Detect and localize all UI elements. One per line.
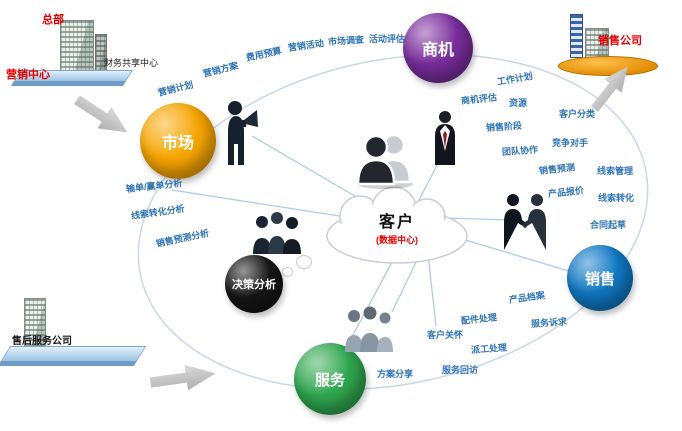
decision-node-label: 决策分析 xyxy=(232,279,276,291)
center-subtitle: (数据中心) xyxy=(376,235,418,245)
handshake-pair-photo xyxy=(504,194,546,250)
sales-company-tower-icon xyxy=(570,14,583,58)
floating-label-sales-stage: 销售阶段 xyxy=(485,120,523,133)
finance-center-label: 财务共享中心 xyxy=(104,58,159,68)
meeting-group-photo xyxy=(253,212,301,254)
cloud-tail-bump-small xyxy=(282,267,293,277)
floating-label-lead-management: 线索管理 xyxy=(597,166,634,176)
decision-node: 决策分析 xyxy=(225,255,283,313)
spoke-lines xyxy=(171,135,573,349)
service-company-platform xyxy=(0,346,147,366)
center-title: 客户 xyxy=(378,214,415,231)
center-text-block: 客户 (数据中心) xyxy=(330,208,464,246)
megaphone-person-photo xyxy=(228,101,258,165)
outer-ring xyxy=(137,53,649,391)
floating-label-customer-care: 客户关怀 xyxy=(427,330,464,340)
opportunity-node-label: 商机 xyxy=(421,42,454,59)
service-node: 服务 xyxy=(294,343,366,415)
sales-node: 销售 xyxy=(567,245,633,311)
marketing-center-label: 营销中心 xyxy=(6,69,50,81)
market-node-label: 市场 xyxy=(161,135,194,152)
floating-label-service-followup: 服务回访 xyxy=(442,365,479,375)
floating-label-market-survey: 市场调查 xyxy=(327,34,365,47)
hq-title: 总部 xyxy=(42,14,64,26)
floating-label-activity-evaluation: 活动评估 xyxy=(369,34,406,44)
floating-label-lead-conversion: 线索转化 xyxy=(598,193,635,203)
customer-users-icon xyxy=(356,133,413,189)
floating-label-competitors: 竞争对手 xyxy=(552,138,589,148)
floating-label-contract-drafting: 合同起草 xyxy=(590,220,627,230)
opportunity-node: 商机 xyxy=(403,13,473,83)
service-company-label: 售后服务公司 xyxy=(12,336,72,347)
floating-label-dispatch-processing: 派工处理 xyxy=(470,342,508,355)
businessman-photo xyxy=(435,111,455,165)
sales-node-label: 销售 xyxy=(584,270,615,288)
floating-label-resources: 资源 xyxy=(509,98,528,108)
sales-company-platform xyxy=(558,56,658,76)
floating-label-solution-sharing: 方案分享 xyxy=(377,369,414,379)
service-team-photo xyxy=(345,306,393,352)
sales-company-label: 销售公司 xyxy=(598,35,642,47)
service-node-label: 服务 xyxy=(314,371,345,389)
market-node: 市场 xyxy=(140,103,216,179)
floating-label-service-request: 服务诉求 xyxy=(530,316,568,329)
floating-label-team-collaboration: 团队协作 xyxy=(501,144,539,157)
data-center-cloud xyxy=(326,186,468,264)
floating-label-customer-classification: 客户分类 xyxy=(559,109,596,119)
hq-building-icon xyxy=(60,20,94,72)
cloud-tail-bump-large xyxy=(296,255,312,269)
